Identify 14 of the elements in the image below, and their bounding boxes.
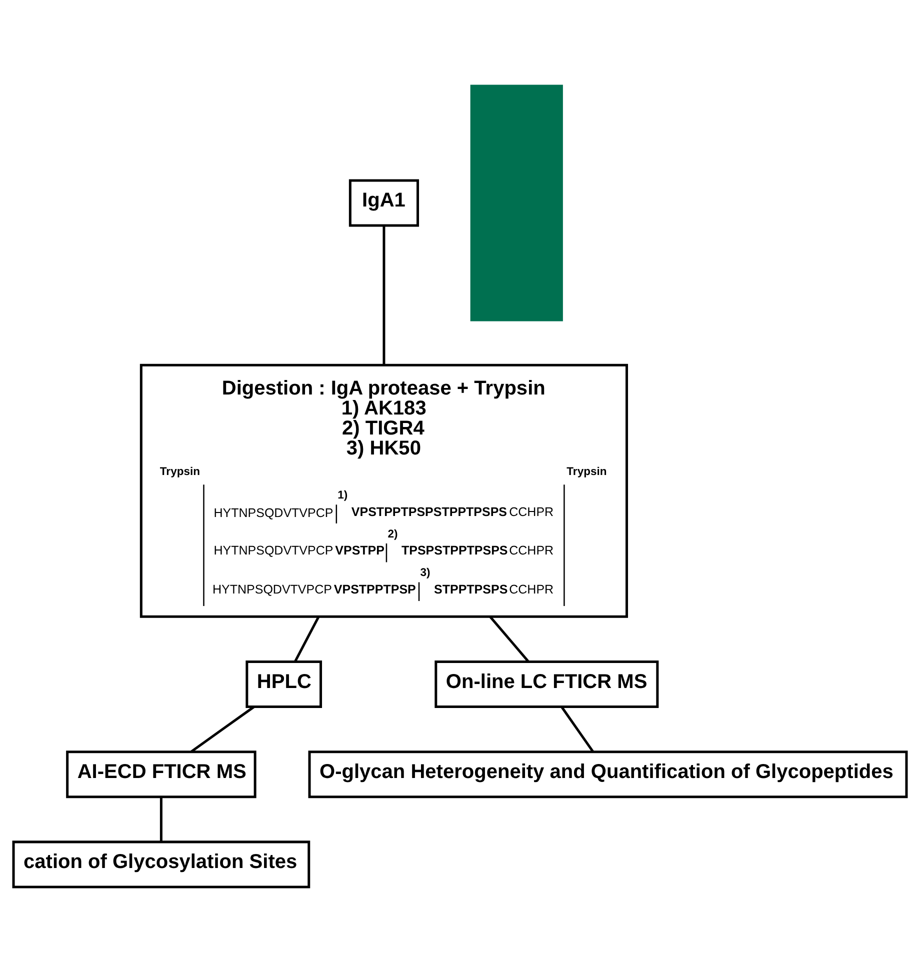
node-box: O-glycan Heterogeneity and Quantification of Glycopeptides — [308, 750, 908, 798]
node-box: Digestion : IgA protease + Trypsin 1) AK183 2) TIGR4 3) HK50 Trypsin Trypsin 1) HYTNPSQDVTVPCP VPSTPPTPSPSTPPTPSPSCCHPR 2) HYTNPSQDVTVPCPVPSTPP TPSPSTPPTPSPSCCHPR 3) HYTNPSQDVTVPCPVPSTPPTPSP STPPTPSPSCCHPR — [140, 363, 628, 618]
connector — [489, 615, 530, 662]
node-box: HPLC — [246, 660, 322, 708]
connector — [160, 796, 162, 842]
node-box — [470, 84, 563, 321]
connector — [190, 705, 255, 752]
connector — [560, 706, 594, 752]
node-box: AI-ECD FTICR MS — [66, 750, 256, 798]
node-box: IgA1 — [348, 178, 420, 226]
connector — [294, 616, 320, 662]
node-box: On-line LC FTICR MS — [434, 660, 659, 708]
node-box: cation of Glycosylation Sites — [12, 840, 310, 888]
connector — [382, 225, 386, 364]
